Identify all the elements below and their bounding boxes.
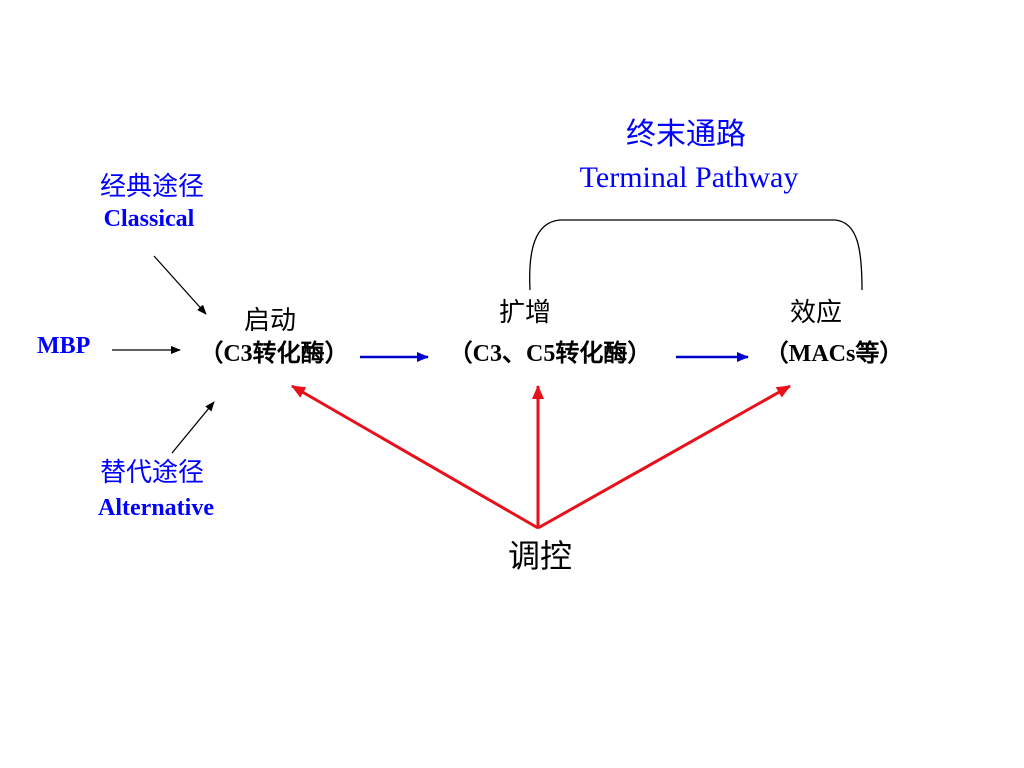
stage-effect-detail: （MACs等） bbox=[764, 341, 904, 367]
regulation-label: 调控 bbox=[507, 538, 573, 574]
terminal-pathway-bracket bbox=[529, 219, 863, 291]
stage-amplify-detail: （C3、C5转化酶） bbox=[448, 341, 652, 367]
classical-zh: 经典途径 bbox=[99, 172, 205, 201]
stage-effect-title: 效应 bbox=[789, 298, 843, 327]
stage-start-detail: （C3转化酶） bbox=[199, 341, 349, 367]
terminal-pathway-zh: 终末通路 bbox=[626, 118, 746, 151]
stage-start-title: 启动 bbox=[243, 306, 297, 335]
alternative-en: Alternative bbox=[98, 495, 214, 521]
regulation-arrow-effect bbox=[537, 384, 791, 530]
alternative-zh: 替代途径 bbox=[99, 458, 205, 487]
mbp-label: MBP bbox=[37, 333, 91, 359]
classical-en: Classical bbox=[103, 206, 195, 232]
stage-amplify-title: 扩增 bbox=[498, 298, 552, 327]
classical-arrow bbox=[153, 255, 207, 315]
alternative-arrow bbox=[171, 401, 215, 454]
regulation-arrow-start bbox=[291, 384, 539, 530]
terminal-pathway-en: Terminal Pathway bbox=[579, 161, 799, 194]
